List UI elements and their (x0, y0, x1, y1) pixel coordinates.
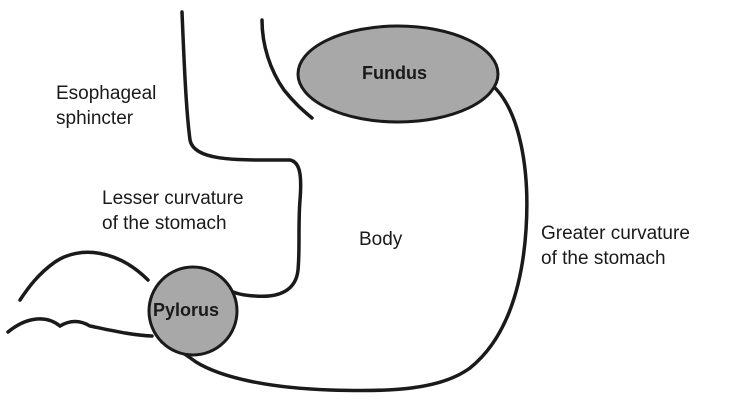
pylorus-label: Pylorus (153, 300, 219, 321)
lesser-curvature-label: Lesser curvature of the stomach (102, 186, 244, 236)
esophageal-sphincter-line-1: Esophageal (56, 81, 156, 106)
lesser-curvature-line-1: Lesser curvature (102, 186, 244, 211)
greater-curvature-line-1: Greater curvature (541, 221, 690, 246)
body-label: Body (359, 227, 402, 252)
duodenum-lower-outline (8, 319, 152, 336)
duodenum-upper-outline (20, 252, 148, 300)
lesser-curvature-line-2: of the stomach (102, 211, 244, 236)
greater-curvature-label: Greater curvature of the stomach (541, 221, 690, 271)
esophageal-sphincter-line-2: sphincter (56, 106, 156, 131)
body-label-text: Body (359, 227, 402, 252)
fundus-label: Fundus (362, 63, 427, 84)
esophageal-sphincter-label: Esophageal sphincter (56, 81, 156, 131)
greater-curvature-line-2: of the stomach (541, 246, 690, 271)
lesser-curvature-outline (182, 12, 301, 296)
